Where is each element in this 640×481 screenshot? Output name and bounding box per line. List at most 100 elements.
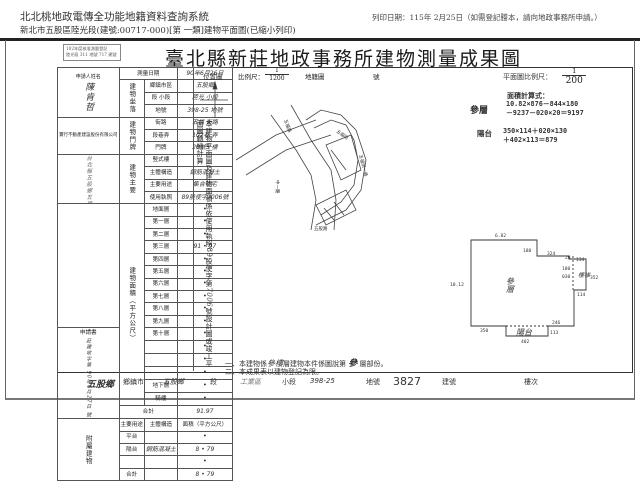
dimension-label: 030 — [562, 274, 571, 280]
vertical-note: 本建物平面圖及建物面積係依使用執照89股使字第7006號設計圖或竣工平面圖轉繪計… — [195, 120, 213, 370]
print-info: 列印日期：115年 2月25日（如需登記謄本，請向地政事務所申請。） — [372, 13, 602, 22]
floor-area-label: 建物面積（平方公尺） — [118, 203, 145, 407]
map-scale-num: 1 — [265, 67, 289, 75]
application-label: 申請書 — [79, 330, 97, 337]
dimension-label: 352 — [590, 275, 599, 281]
floor-area: 91 • 97 — [176, 240, 233, 254]
dimension-label: 113 — [550, 330, 559, 336]
note-1-hand: 參樓 — [267, 359, 283, 368]
applicant-sidebar — [57, 203, 120, 329]
header-divider — [0, 38, 640, 41]
floor-label — [143, 340, 178, 355]
dimension-label: 114 — [577, 292, 586, 298]
use-label: 主要用途 — [143, 178, 178, 192]
attached-area: • — [176, 430, 233, 445]
floor-label: 第八層 — [143, 302, 178, 316]
floor-area: • — [176, 228, 233, 242]
room-label: 參層 — [505, 277, 515, 293]
floor-area: • — [176, 379, 233, 394]
attached-use: 陽台 — [118, 443, 145, 457]
admin-label: 鄉鎮市區 — [143, 79, 178, 93]
cadastral-label: 地籍圖 — [305, 73, 325, 81]
plan-scale-fraction: 1 200 — [562, 67, 587, 86]
floor-area: • — [176, 203, 233, 217]
dimension-label: 246 — [552, 320, 561, 326]
dimension-label: 180 — [562, 266, 571, 272]
map-scale-label: 比例尺： — [238, 73, 264, 81]
application-ref-cell: 申請書 莊建收字第 90年6月27日 號 — [57, 327, 120, 420]
balcony-label: 陽台 — [516, 328, 533, 337]
attached-structure: 鋼筋混凝土 — [143, 443, 178, 457]
floor-label: 第六層 — [143, 277, 178, 292]
company-label: 寶行不動產建設股份有限公司 — [57, 116, 120, 155]
dimension-label: 180 — [523, 248, 532, 254]
road-label: 五福街 — [335, 128, 350, 142]
application-ref: 莊建收字第 90年6月27日 號 — [85, 338, 92, 419]
document-frame — [5, 40, 635, 400]
number-label: 門牌 — [143, 141, 178, 155]
attached-header-area: 面積（平方公尺） — [176, 418, 233, 432]
attached-use — [118, 455, 145, 469]
floor-area: • — [176, 215, 233, 230]
road-label: 中一路 — [274, 180, 281, 194]
note-line-1: 一、本建物係參樓層建物本件係圖說第 參 層部份。 — [225, 356, 387, 369]
floor-label: 第一層 — [143, 215, 178, 230]
balcony-formula-line-1: 350×114＋020×130 — [503, 127, 568, 135]
location-label: 建物坐落 — [118, 79, 145, 118]
structure-label: 主體構造 — [143, 166, 178, 180]
floor-label: 第七層 — [143, 290, 178, 304]
attached-use: 合計 — [118, 467, 145, 481]
footer-district-label: 鄉鎮市 — [123, 378, 144, 386]
attached-header-structure: 主體構造 — [143, 418, 178, 432]
location-map-drawing: 五福路 中一路 五福街 五福街一巷 五股路 — [200, 80, 370, 232]
permit-label: 使用執照 — [143, 190, 178, 205]
footer-section: 五股鄉 — [163, 378, 184, 386]
map-number-label: 號 — [373, 73, 380, 81]
floor-label: 第三層 — [143, 240, 178, 254]
attached-header-use: 主要用途 — [118, 418, 145, 432]
location-map-label: 位置圖 — [203, 73, 223, 81]
attached-structure — [143, 467, 178, 481]
footer-section-label: 段 — [210, 378, 217, 386]
area-calc-label: 面積計算式： — [507, 91, 549, 100]
note-part-2: 89股使字第 — [205, 247, 213, 288]
dimension-label: 402 — [521, 339, 530, 345]
note-1-hand2: 參 — [348, 359, 358, 369]
note-part-3: 號設計圖或竣工平面圖轉繪計算 — [196, 120, 213, 368]
use-value: 集合住宅 — [176, 178, 233, 192]
note-part-1: 本建物平面圖及建物面積係依使用執照 — [205, 120, 213, 248]
building-summary-label: 建物主要 — [118, 153, 145, 205]
floor-formula-name: 參層 — [470, 106, 489, 116]
stamp-line-2: 陸光段 311 地號 717 建號 — [66, 52, 117, 57]
note-1b: 層建物本件係圖說第 — [283, 360, 346, 368]
floor-area: • — [176, 392, 233, 407]
dimension-label: 324 — [547, 251, 556, 257]
address-vertical: 台北縣五股鄉五福街102巷20號3樓 — [57, 153, 120, 205]
footer-building-label: 建號 — [442, 378, 456, 386]
floor-label: 騎樓 — [143, 392, 178, 407]
floor-label: 第二層 — [143, 228, 178, 242]
structure-value: 鋼筋混凝土 — [176, 166, 233, 180]
attached-area: 8 • 79 — [176, 467, 233, 481]
attached-label: 附屬建物 — [57, 418, 120, 481]
footer-lot: 398-25 — [310, 377, 335, 385]
stair-label: 樓梯 — [578, 271, 591, 279]
footer-subsection: 工業區 — [240, 378, 261, 386]
footer-floors-label: 樓次 — [524, 378, 538, 386]
system-title: 北北桃地政電傳全功能地籍資料查詢系統 — [20, 11, 209, 23]
plan-scale-den: 200 — [565, 76, 583, 86]
attached-area: 8 • 79 — [176, 443, 233, 457]
lot-label: 地號 — [143, 104, 178, 118]
attached-area: • — [176, 455, 233, 469]
survey-date-label: 測量日期 — [118, 66, 178, 81]
note-1a: 一、本建物係 — [225, 360, 267, 368]
footer-subsection-label: 小段 — [282, 378, 296, 386]
map-scale-fraction: 1 1200 — [265, 67, 289, 82]
street-value: 五福 街路 — [176, 116, 233, 130]
floor-label: 第十層 — [143, 327, 178, 342]
road-label: 五福街一巷 — [357, 154, 370, 178]
attached-structure — [143, 430, 178, 445]
note-handwritten: 7006 — [205, 287, 213, 308]
floor-area: • — [176, 314, 233, 329]
balcony-formula-line-2: ＋402×113＝879 — [503, 136, 558, 144]
